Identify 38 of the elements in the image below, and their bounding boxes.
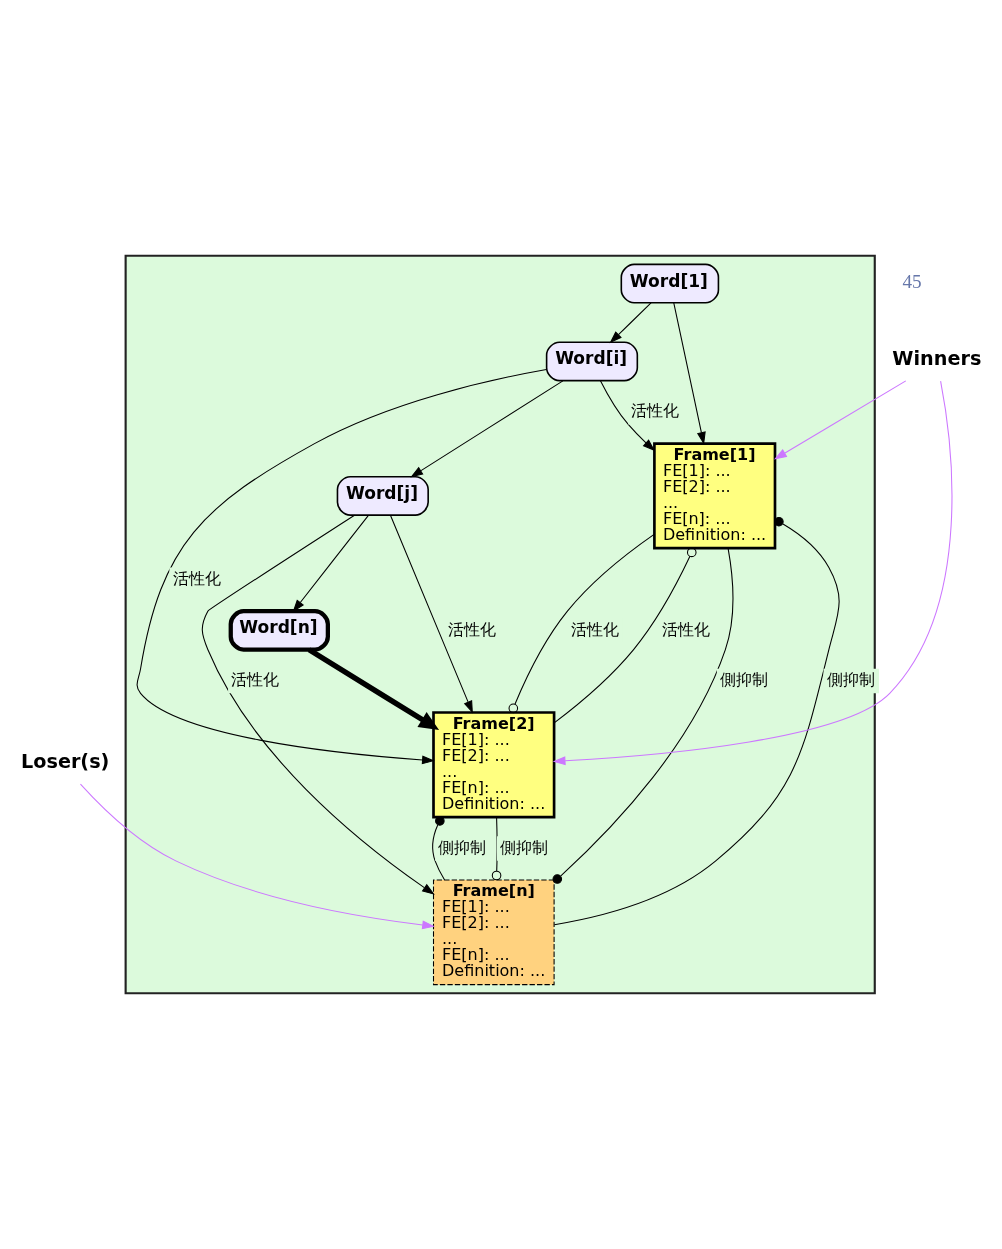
arrow xyxy=(79,783,435,930)
node-box: Word[1] xyxy=(620,263,720,304)
node-box: Word[n] xyxy=(228,609,330,652)
arrow xyxy=(389,514,473,714)
edge-label: 活性化 xyxy=(172,568,221,588)
arrow xyxy=(599,380,656,452)
arrow xyxy=(774,380,907,460)
arrow xyxy=(609,302,652,344)
node-box: Frame[2] FE[1]: ... FE[2]: ... ... FE[n]: ... Definition: ... xyxy=(432,711,556,819)
connector xyxy=(553,516,840,926)
edge-label: 側抑制 xyxy=(826,670,875,690)
node-box: Word[i] xyxy=(545,341,639,382)
label: 45 xyxy=(902,271,922,293)
node-box: Frame[n] FE[1]: ... FE[2]: ... ... FE[n]: ... Definition: ... xyxy=(432,879,555,986)
edge-label: 活性化 xyxy=(570,619,619,639)
arrow xyxy=(136,368,547,765)
connector xyxy=(553,547,697,724)
node-text: Loser(s) xyxy=(21,750,110,774)
arrow xyxy=(410,380,564,478)
edge-label: 活性化 xyxy=(631,401,680,421)
arrow xyxy=(552,380,953,766)
node-box: Frame[1] FE[1]: ... FE[2]: ... ... FE[n]: ... Definition: ... xyxy=(653,442,777,550)
arrow xyxy=(673,302,706,445)
arrow xyxy=(201,514,435,895)
connector xyxy=(491,816,502,881)
edge-label: 側抑制 xyxy=(438,837,487,857)
edge-label: 活性化 xyxy=(231,670,280,690)
node-text: Winners xyxy=(892,347,982,371)
arrow xyxy=(307,647,440,730)
node-box: Word[j] xyxy=(336,475,429,516)
edge-label: 側抑制 xyxy=(500,837,549,857)
edge-label: 活性化 xyxy=(447,619,496,639)
connector xyxy=(508,533,655,714)
edge-label: 側抑制 xyxy=(720,670,769,690)
connector xyxy=(552,547,734,884)
connector xyxy=(432,816,446,881)
cluster xyxy=(124,254,876,995)
edge-label: 活性化 xyxy=(662,619,711,639)
